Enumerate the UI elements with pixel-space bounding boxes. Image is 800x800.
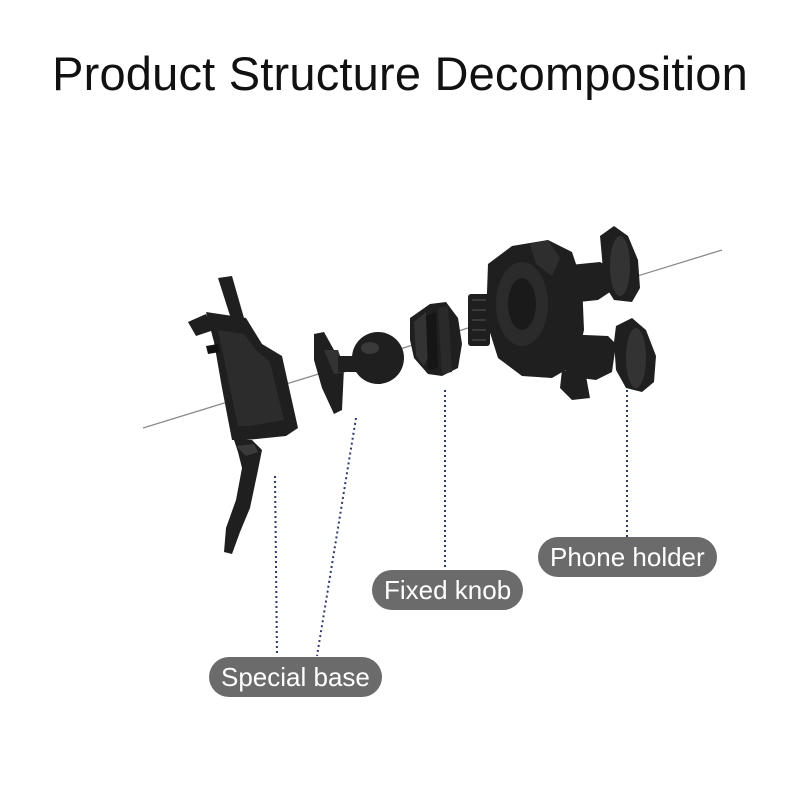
phone-holder-part	[468, 226, 656, 400]
fixed-knob-label: Fixed knob	[372, 570, 524, 610]
page-title: Product Structure Decomposition	[52, 47, 748, 100]
leader-line-special-base-clip	[274, 475, 278, 657]
leader-line-special-base-ball	[316, 417, 357, 657]
phone-holder-label: Phone holder	[538, 537, 717, 577]
ball-joint-part	[314, 332, 404, 414]
fixed-knob-part	[410, 302, 462, 376]
leader-lines	[274, 390, 628, 657]
special-base-label: Special base	[209, 657, 382, 697]
special-base-part	[188, 276, 298, 554]
